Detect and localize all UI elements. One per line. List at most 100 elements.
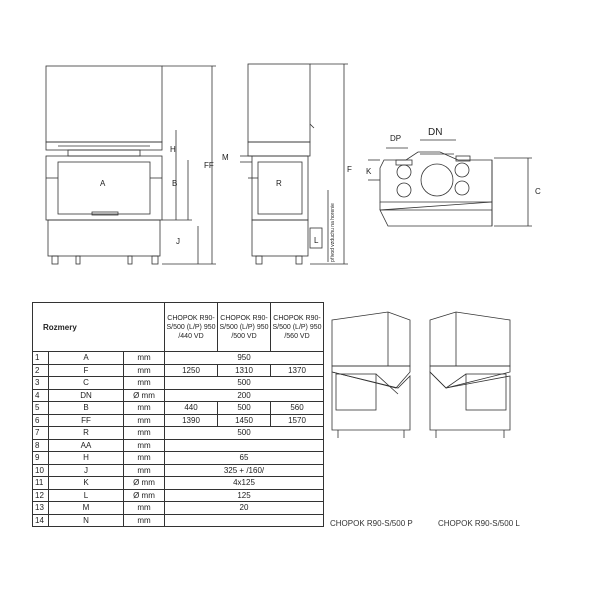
dimension-value: 950 — [164, 351, 324, 365]
dimension-name: M — [48, 501, 124, 515]
side-air-intake-note: přívod vzduchu na horenie — [330, 203, 336, 262]
row-number: 3 — [32, 376, 49, 390]
top-label-k: K — [366, 167, 372, 176]
dimension-name: J — [48, 463, 124, 477]
dimension-value: 1250 — [164, 363, 218, 377]
dimension-unit: mm — [123, 376, 165, 390]
dimension-name: F — [48, 363, 124, 377]
dimension-name: K — [48, 476, 124, 490]
side-label-r: R — [276, 179, 282, 188]
row-number: 8 — [32, 438, 49, 452]
front-label-j: J — [176, 237, 180, 246]
dimension-value: 440 — [164, 401, 218, 415]
front-label-ff: FF — [204, 161, 214, 170]
side-label-l: L — [314, 236, 319, 245]
dimension-value — [164, 438, 324, 452]
dimension-name: B — [48, 401, 124, 415]
dimension-unit: mm — [123, 351, 165, 365]
dimension-value: 1310 — [217, 363, 271, 377]
front-label-h: H — [170, 145, 176, 154]
dimension-unit: mm — [123, 451, 165, 465]
top-label-dn: DN — [428, 127, 442, 138]
dimension-unit: mm — [123, 363, 165, 377]
caption-left-model: CHOPOK R90-S/500 L — [438, 519, 520, 528]
row-number: 2 — [32, 363, 49, 377]
dimension-value: 500 — [217, 401, 271, 415]
dimension-name: DN — [48, 388, 124, 402]
dimension-value — [164, 513, 324, 527]
dimension-value: 1570 — [270, 413, 324, 427]
row-number: 5 — [32, 401, 49, 415]
row-number: 12 — [32, 488, 49, 502]
dimension-unit: Ø mm — [123, 488, 165, 502]
top-label-dp: DP — [390, 134, 401, 143]
dimension-value: 325 + /160/ — [164, 463, 324, 477]
isometric-right-drawing — [331, 311, 411, 438]
side-label-m: M — [222, 153, 229, 162]
top-label-c: C — [535, 187, 541, 196]
front-label-a: A — [100, 179, 106, 188]
dimension-name: L — [48, 488, 124, 502]
column-header-560: CHOPOK R90-S/500 (L/P) 950 /560 VD — [270, 302, 324, 352]
caption-right-model: CHOPOK R90-S/500 P — [330, 519, 413, 528]
dimension-unit: Ø mm — [123, 476, 165, 490]
dimension-unit: mm — [123, 438, 165, 452]
dimension-unit: mm — [123, 426, 165, 440]
dimension-name: AA — [48, 438, 124, 452]
side-view-drawing — [240, 63, 348, 265]
dimension-name: N — [48, 513, 124, 527]
dimension-value: 4x125 — [164, 476, 324, 490]
dimension-value: 1390 — [164, 413, 218, 427]
top-view-drawing — [368, 139, 532, 227]
front-view-drawing — [45, 65, 216, 265]
row-number: 6 — [32, 413, 49, 427]
dimension-value: 1450 — [217, 413, 271, 427]
table-header-row: Rozmery CHOPOK R90-S/500 (L/P) 950 /440 … — [32, 302, 324, 352]
row-number: 14 — [32, 513, 49, 527]
dimensions-table: Rozmery CHOPOK R90-S/500 (L/P) 950 /440 … — [32, 302, 324, 527]
dimension-name: A — [48, 351, 124, 365]
row-number: 13 — [32, 501, 49, 515]
dimension-name: C — [48, 376, 124, 390]
table-title: Rozmery — [32, 302, 165, 352]
column-header-440: CHOPOK R90-S/500 (L/P) 950 /440 VD — [164, 302, 218, 352]
dimension-unit: mm — [123, 513, 165, 527]
dimension-name: H — [48, 451, 124, 465]
front-label-b: B — [172, 179, 177, 188]
dimension-unit: mm — [123, 463, 165, 477]
dimension-unit: mm — [123, 501, 165, 515]
dimension-value: 65 — [164, 451, 324, 465]
row-number: 4 — [32, 388, 49, 402]
dimension-value: 125 — [164, 488, 324, 502]
row-number: 1 — [32, 351, 49, 365]
row-number: 10 — [32, 463, 49, 477]
side-label-f: F — [347, 165, 352, 174]
dimension-unit: Ø mm — [123, 388, 165, 402]
row-number: 11 — [32, 476, 49, 490]
column-header-500: CHOPOK R90-S/500 (L/P) 950 /500 VD — [217, 302, 271, 352]
dimension-value: 20 — [164, 501, 324, 515]
dimension-value: 200 — [164, 388, 324, 402]
row-number: 9 — [32, 451, 49, 465]
dimension-value: 500 — [164, 376, 324, 390]
dimension-unit: mm — [123, 401, 165, 415]
isometric-left-drawing — [429, 311, 511, 438]
dimension-value: 500 — [164, 426, 324, 440]
dimension-value: 1370 — [270, 363, 324, 377]
